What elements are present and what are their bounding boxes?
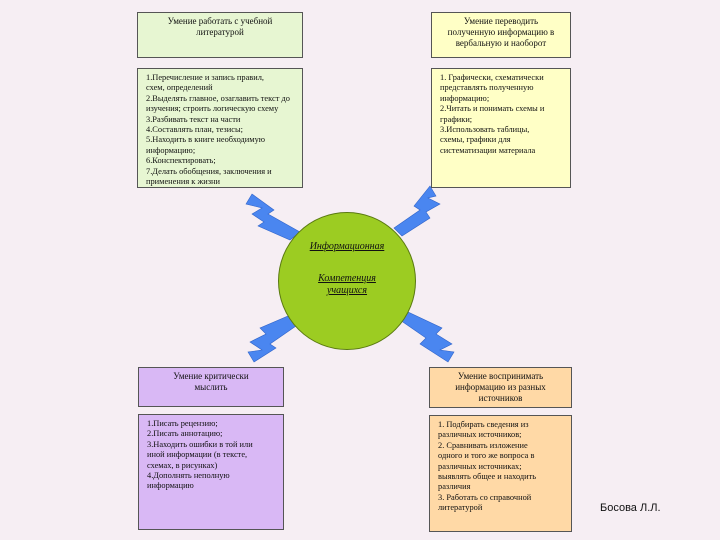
card-header: Умение работать с учебной литературой xyxy=(137,12,303,58)
list-item: 4.Составлять план, тезисы; xyxy=(146,125,243,135)
center-title-line: Информационная xyxy=(309,241,385,252)
card-body: 1. Подбирать сведения из различных источ… xyxy=(429,415,572,532)
list-item: систематизации материала xyxy=(440,145,536,155)
card-header-line: Умение воспринимать xyxy=(457,371,544,381)
lightning-bolt-icon xyxy=(393,185,441,237)
card-convert-information: Умение переводить полученную информацию … xyxy=(431,12,571,204)
card-header: Умение критически мыслить xyxy=(138,367,284,407)
list-item: информацию; xyxy=(440,93,490,103)
list-item: 1. Графически, схематически xyxy=(440,73,544,82)
list-item: схем, определений xyxy=(146,83,213,93)
list-item: 1.Писать рецензию; xyxy=(147,419,218,428)
list-item: иной информации (в тексте, xyxy=(147,450,248,460)
list-item: выявлять общее и находить xyxy=(438,472,537,482)
list-item: 3. Работать со справочной xyxy=(438,492,532,502)
list-item: схемах, в рисунках) xyxy=(147,460,218,470)
list-item: 2. Сравнивать изложение xyxy=(438,440,528,450)
list-item: литературой xyxy=(438,503,483,513)
card-header-line: Умение работать с учебной xyxy=(167,16,273,26)
list-item: 1. Подбирать сведения из xyxy=(438,420,529,429)
author-credit: Босова Л.Л. xyxy=(600,502,661,514)
list-item: 1.Перечисление и запись правил, xyxy=(146,73,265,82)
list-item: 7.Делать обобщения, заключения и xyxy=(146,166,272,176)
list-item: представлять полученную xyxy=(440,83,534,93)
card-header-line: информацию из разных xyxy=(455,382,546,392)
list-item: информацию xyxy=(147,481,194,491)
list-item: 4.Дополнять неполную xyxy=(147,471,230,481)
list-item: изучения; строить логическую схему xyxy=(146,104,279,114)
card-body: 1.Перечисление и запись правил, схем, оп… xyxy=(137,68,303,188)
list-item: 2.Читать и понимать схемы и xyxy=(440,104,545,114)
card-header-line: Умение критически xyxy=(173,371,249,381)
card-body: 1.Писать рецензию; 2.Писать аннотацию; 3… xyxy=(138,414,284,530)
list-item: различных источниках; xyxy=(438,461,522,471)
lightning-bolt-icon xyxy=(399,311,455,363)
list-item: различных источников; xyxy=(438,430,522,440)
card-header-line: полученную информацию в xyxy=(447,27,555,37)
list-item: применения к жизни xyxy=(146,177,220,187)
card-header: Умение переводить полученную информацию … xyxy=(431,12,571,58)
center-title-block: Компетенция учащихся xyxy=(279,273,415,297)
lightning-bolt-icon xyxy=(245,193,301,241)
list-item: различия xyxy=(438,482,471,492)
list-item: 2.Писать аннотацию; xyxy=(147,429,223,439)
card-critical-thinking: Умение критически мыслить 1.Писать рецен… xyxy=(138,367,284,532)
list-item: 3.Разбивать текст на части xyxy=(146,114,241,124)
card-header-line: источников xyxy=(478,393,523,403)
card-header: Умение воспринимать информацию из разных… xyxy=(429,367,572,408)
card-perceive-sources: Умение воспринимать информацию из разных… xyxy=(429,367,572,532)
list-item: 3.Использовать таблицы, xyxy=(440,125,530,135)
card-header-line: литературой xyxy=(196,27,244,37)
card-header-line: вербальную и наоборот xyxy=(455,38,547,48)
list-item: 2.Выделять главное, озаглавить текст до xyxy=(146,93,290,103)
list-item: 6.Конспектировать; xyxy=(146,156,216,166)
card-header-line: Умение переводить xyxy=(463,16,539,26)
list-item: 3.Находить ошибки в той или xyxy=(147,439,253,449)
list-item: графики; xyxy=(440,114,473,124)
center-circle: Информационная Компетенция учащихся xyxy=(278,212,416,350)
center-title-line: Компетенция xyxy=(318,273,376,284)
list-item: информацию; xyxy=(146,145,196,155)
list-item: схемы, графики для xyxy=(440,135,511,145)
card-body: 1. Графически, схематически представлять… xyxy=(431,68,571,188)
list-item: одного и того же вопроса в xyxy=(438,451,535,461)
lightning-bolt-icon xyxy=(247,315,297,363)
card-work-with-literature: Умение работать с учебной литературой 1.… xyxy=(137,12,303,204)
card-header-line: мыслить xyxy=(194,382,228,392)
center-title-line: учащихся xyxy=(326,285,368,296)
list-item: 5.Находить в книге необходимую xyxy=(146,135,266,145)
